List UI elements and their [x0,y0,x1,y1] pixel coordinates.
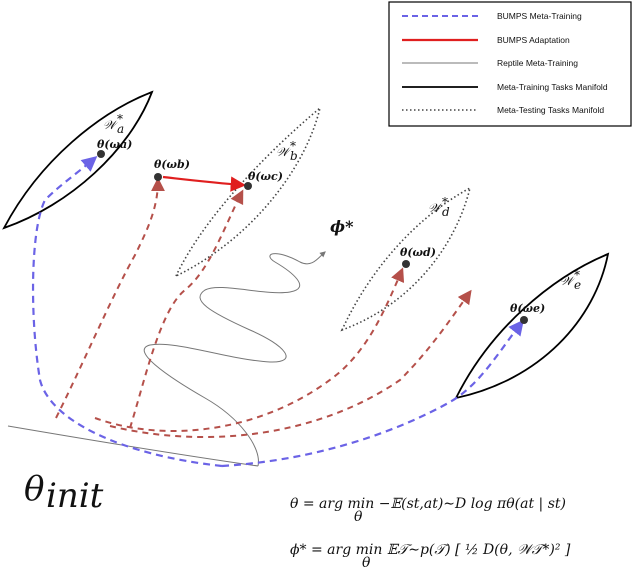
svg-text:e: e [574,278,581,292]
label-point-e: θ(ωe) [510,302,545,315]
svg-text:𝒲: 𝒲 [560,274,576,288]
svg-text:*: * [117,112,123,126]
label-point-d: θ(ωd) [400,246,436,259]
svg-text:θ = arg min −𝔼(st,at)∼D log π: θ = arg min −𝔼(st,at)∼D log πθ(at | st) [290,496,566,512]
reptile-baseline [7,425,259,467]
legend-item-meta-testing-manifold: Meta-Testing Tasks Manifold [402,105,604,115]
point-a [97,150,105,158]
legend-item-bumps-adaptation: BUMPS Adaptation [402,35,570,45]
svg-text:θ: θ [24,469,44,509]
svg-text:Reptile Meta-Training: Reptile Meta-Training [497,58,578,68]
svg-text:ϕ* = arg min 𝔼𝒯∼p(𝒯) [ ½ D(: ϕ* = arg min 𝔼𝒯∼p(𝒯) [ ½ D(θ, 𝒲𝒯*)² ] [290,542,571,558]
label-point-b: θ(ωb) [154,158,190,171]
phi-star-label: ϕ* [330,217,354,236]
svg-text:*: * [442,195,448,209]
equation-2: ϕ* = arg min 𝔼𝒯∼p(𝒯) [ ½ D(θ, 𝒲𝒯*)² ] θ [290,542,571,571]
reptile-trajectory [143,251,326,467]
legend: BUMPS Meta-Training BUMPS Adaptation Rep… [388,1,632,127]
testing-path-b [55,177,165,419]
bumps-training-path-a [31,156,223,468]
manifold-label-d: 𝒲 * d [428,195,450,219]
svg-text:*: * [290,139,296,153]
svg-text:Meta-Training Tasks Manifold: Meta-Training Tasks Manifold [497,82,608,92]
point-c [244,182,252,190]
manifold-label-a: 𝒲 * a [103,112,124,136]
testing-path-d [94,267,405,432]
svg-text:b: b [290,149,298,163]
legend-item-bumps-meta-training: BUMPS Meta-Training [402,11,582,21]
point-e [520,316,528,324]
svg-text:*: * [574,268,580,282]
svg-text:BUMPS Meta-Training: BUMPS Meta-Training [497,11,582,21]
manifold-e [454,252,610,400]
manifold-label-b: 𝒲 * b [276,139,298,163]
svg-text:𝒲: 𝒲 [428,201,444,215]
theta-init-label: θ init [24,469,104,516]
svg-text:Meta-Testing Tasks Manifold: Meta-Testing Tasks Manifold [497,105,604,115]
testing-path-extra [109,289,472,438]
manifold-d [340,186,472,332]
svg-text:BUMPS Adaptation: BUMPS Adaptation [497,35,570,45]
label-point-c: θ(ωc) [248,170,283,183]
svg-text:𝒲: 𝒲 [103,118,119,132]
svg-text:𝒲: 𝒲 [276,145,292,159]
manifold-a [2,90,154,230]
testing-path-c [129,189,244,429]
svg-text:θ: θ [362,555,371,571]
label-point-a: θ(ωa) [97,138,132,151]
legend-item-reptile-meta-training: Reptile Meta-Training [402,58,578,68]
point-b [154,173,162,181]
bumps-adaptation-arrow [162,175,247,192]
manifold-b [174,105,322,278]
legend-item-meta-training-manifold: Meta-Training Tasks Manifold [402,82,608,92]
svg-text:a: a [117,122,124,136]
manifold-label-e: 𝒲 * e [560,268,581,292]
svg-text:d: d [442,205,450,219]
point-d [402,260,410,268]
bumps-training-path-e [221,319,524,468]
svg-text:init: init [46,476,104,516]
equation-1: θ = arg min −𝔼(st,at)∼D log πθ(at | st) … [290,496,566,525]
svg-text:θ: θ [354,509,363,525]
